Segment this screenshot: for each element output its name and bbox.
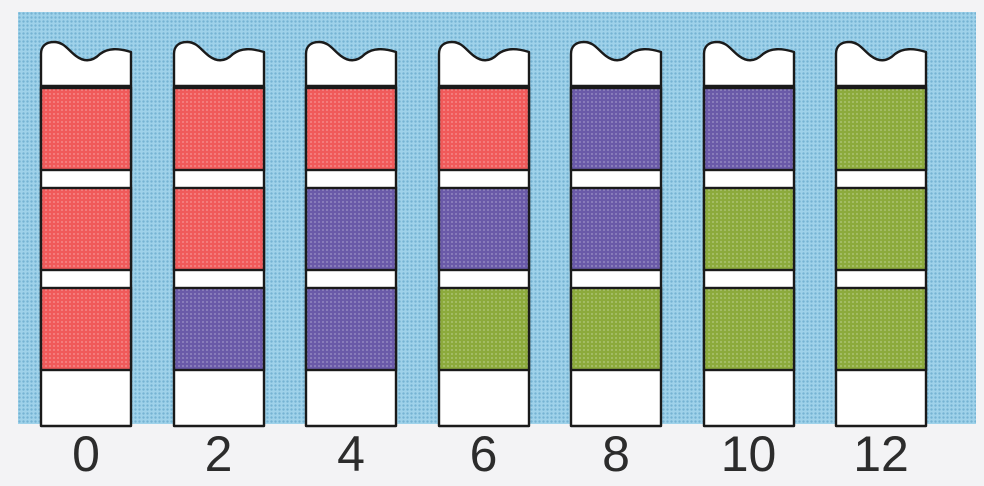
blue-background-panel	[18, 12, 976, 424]
reagent-pad-blue	[306, 188, 396, 270]
strip-label: 8	[570, 426, 662, 482]
reagent-pad-green	[836, 88, 926, 170]
reagent-pad-blue	[439, 188, 529, 270]
reagent-pad-red	[41, 88, 131, 170]
reagent-pad-red	[41, 288, 131, 370]
test-strip-graphic	[570, 40, 662, 428]
reagent-pad-blue	[306, 288, 396, 370]
reagent-pad-green	[439, 288, 529, 370]
test-strip	[703, 40, 795, 428]
test-strip	[173, 40, 265, 428]
strip-label: 10	[703, 426, 795, 482]
strip-label: 0	[40, 426, 132, 482]
test-strip	[570, 40, 662, 428]
reagent-pad-red	[174, 88, 264, 170]
test-strip-graphic	[438, 40, 530, 428]
reagent-pad-red	[41, 188, 131, 270]
reagent-pad-green	[704, 188, 794, 270]
test-strip-graphic	[835, 40, 927, 428]
test-strip	[40, 40, 132, 428]
test-strip-graphic	[703, 40, 795, 428]
reagent-pad-red	[306, 88, 396, 170]
reagent-pad-blue	[704, 88, 794, 170]
strip-label: 2	[173, 426, 265, 482]
reagent-pad-green	[836, 288, 926, 370]
reagent-pad-blue	[571, 188, 661, 270]
reagent-pad-red	[439, 88, 529, 170]
strip-label: 4	[305, 426, 397, 482]
test-strip-graphic	[305, 40, 397, 428]
test-strip-graphic	[40, 40, 132, 428]
strip-label: 12	[835, 426, 927, 482]
reagent-pad-green	[704, 288, 794, 370]
test-strip-graphic	[173, 40, 265, 428]
strip-label: 6	[438, 426, 530, 482]
test-strip	[835, 40, 927, 428]
reagent-pad-red	[174, 188, 264, 270]
reagent-pad-green	[571, 288, 661, 370]
reagent-pad-blue	[174, 288, 264, 370]
reagent-pad-blue	[571, 88, 661, 170]
reagent-pad-green	[836, 188, 926, 270]
test-strip	[305, 40, 397, 428]
test-strip	[438, 40, 530, 428]
